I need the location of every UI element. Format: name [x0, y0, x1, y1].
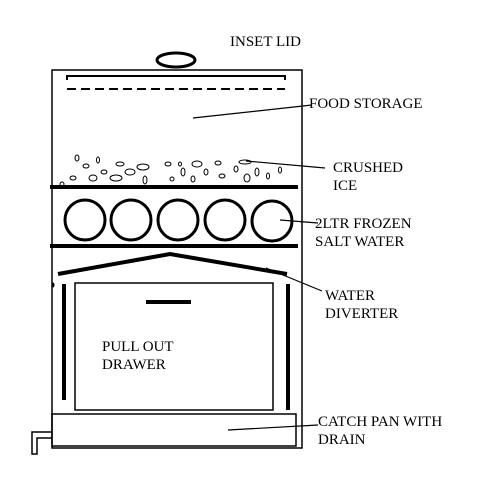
cabinet-outline [51, 69, 303, 449]
label-diverter-line2: DIVERTER [325, 306, 398, 322]
label-food-storage: FOOD STORAGE [309, 96, 423, 112]
label-drawer-line1: PULL OUT [102, 339, 174, 355]
drain-spout [31, 431, 52, 455]
label-bottles-line2: SALT WATER [315, 234, 404, 250]
label-diverter-line1: WATER [325, 288, 375, 304]
water-diverter [57, 251, 288, 276]
bottle-2 [109, 198, 153, 242]
leader-food [192, 104, 313, 119]
leader-diverter [265, 267, 323, 292]
label-bottles-line1: 2LTR FROZEN [315, 216, 412, 232]
bottle-3 [156, 198, 200, 242]
leader-pan [227, 424, 319, 431]
label-pan-line1: CATCH PAN WITH [318, 414, 442, 430]
bottle-1 [63, 198, 107, 242]
leader-ice [245, 160, 326, 169]
crushed-ice [59, 154, 282, 187]
catch-pan [51, 413, 297, 447]
label-inset-lid: INSET LID [230, 34, 301, 50]
label-drawer-line2: DRAWER [102, 357, 166, 373]
leader-bottles [279, 219, 319, 224]
side-mark [51, 282, 55, 288]
frozen-bottles [63, 198, 294, 243]
inset-lid [66, 75, 286, 90]
label-ice-line2: ICE [333, 178, 357, 194]
label-ice-line1: CRUSHED [333, 160, 403, 176]
pull-out-drawer [74, 282, 274, 411]
label-pan-line2: DRAIN [318, 432, 366, 448]
lid-handle [155, 51, 197, 69]
bottle-4 [203, 198, 247, 242]
